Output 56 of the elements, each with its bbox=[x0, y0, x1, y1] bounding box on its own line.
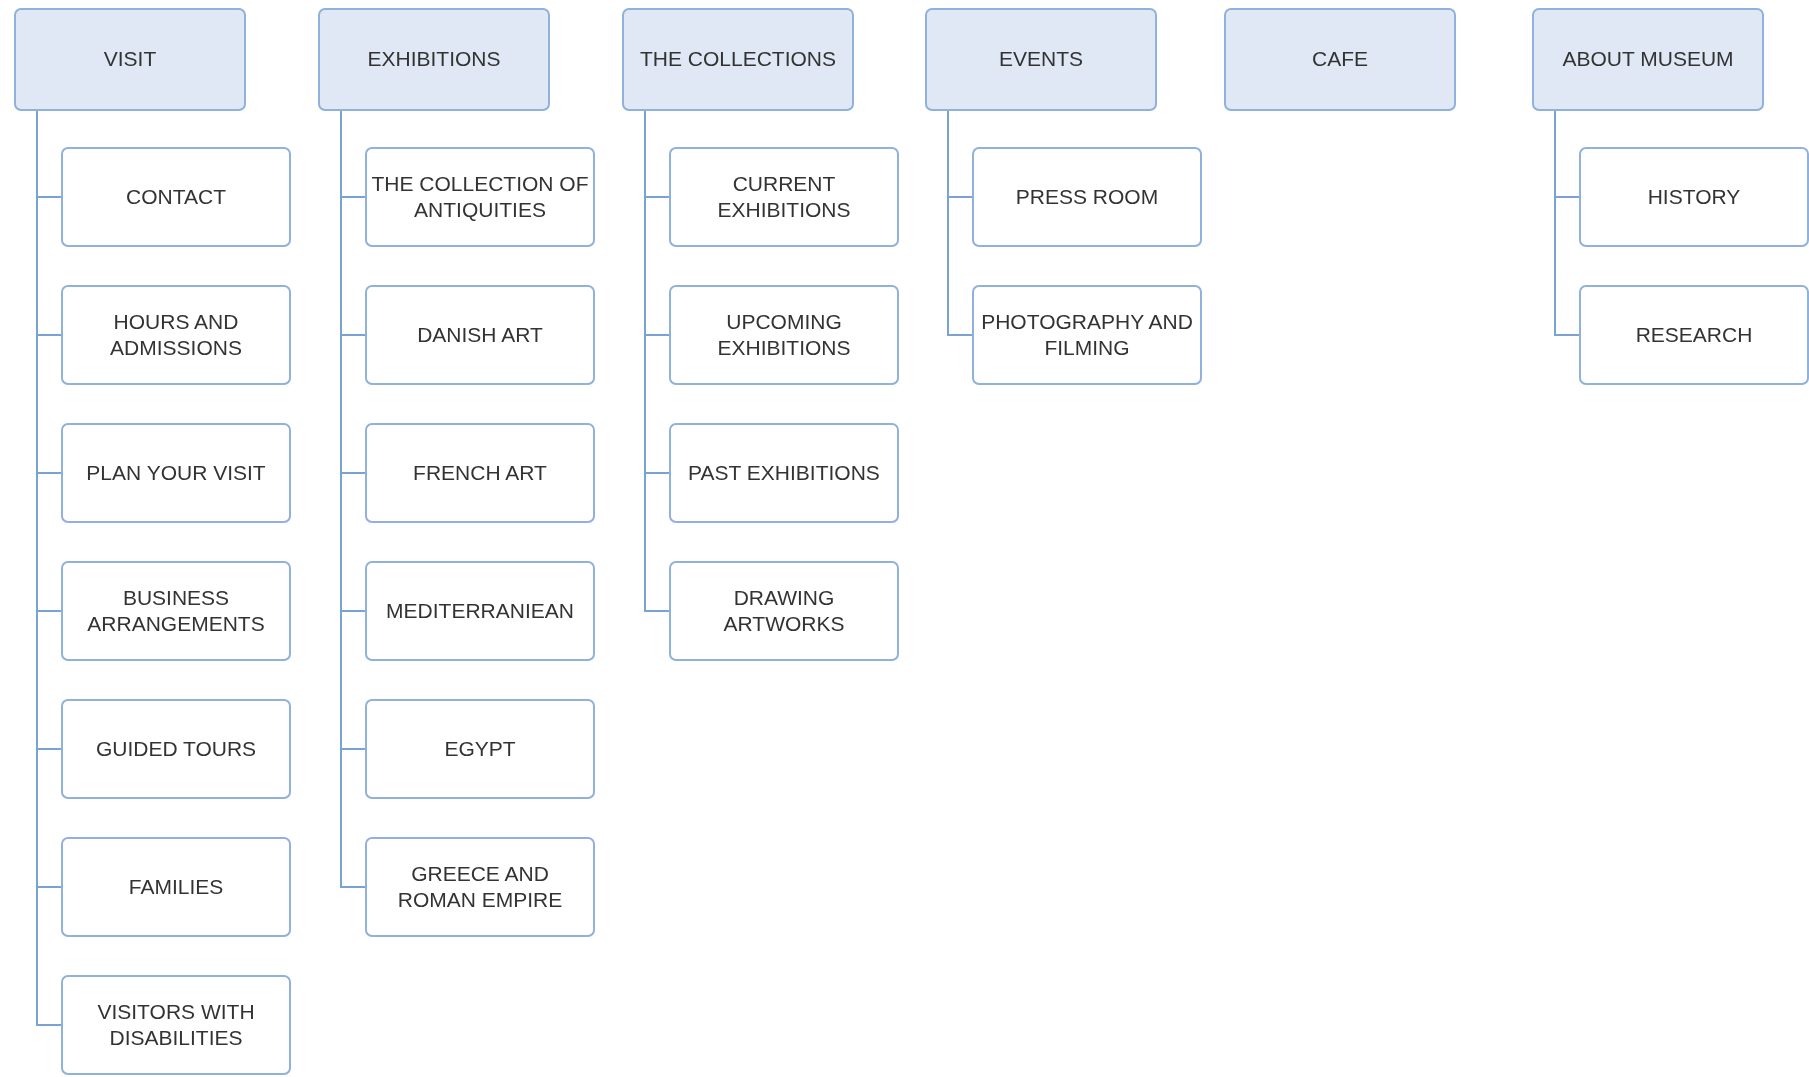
submenu-box bbox=[365, 837, 595, 937]
submenu-box bbox=[61, 423, 291, 523]
submenu-box bbox=[365, 423, 595, 523]
box-label: BUSINESS ARRANGEMENTS bbox=[86, 584, 266, 637]
submenu-box bbox=[669, 561, 899, 661]
box-label: FAMILIES bbox=[128, 873, 224, 900]
box-label: RESEARCH bbox=[1635, 321, 1753, 348]
submenu-box bbox=[365, 699, 595, 799]
submenu-box bbox=[365, 285, 595, 385]
box-label: DANISH ART bbox=[417, 321, 543, 348]
box-label: GUIDED TOURS bbox=[95, 735, 257, 762]
box-label: HOURS AND ADMISSIONS bbox=[109, 308, 243, 361]
box-label: PAST EXHIBITIONS bbox=[688, 459, 880, 486]
submenu-box bbox=[365, 147, 595, 247]
box-label: VISIT bbox=[103, 46, 157, 73]
box-label: PLAN YOUR VISIT bbox=[86, 459, 266, 486]
box-label: CONTACT bbox=[126, 183, 226, 210]
box-label: GREECE AND ROMAN EMPIRE bbox=[396, 860, 564, 913]
menu-box bbox=[14, 8, 246, 111]
submenu-box bbox=[669, 285, 899, 385]
box-label: HISTORY bbox=[1647, 183, 1741, 210]
submenu-box bbox=[972, 147, 1202, 247]
box-label: CAFE bbox=[1312, 46, 1368, 73]
connector-line bbox=[947, 110, 973, 336]
box-label: EXHIBITIONS bbox=[367, 46, 501, 73]
submenu-box bbox=[61, 285, 291, 385]
box-label: PRESS ROOM bbox=[1015, 183, 1159, 210]
submenu-box bbox=[61, 975, 291, 1075]
box-label: THE COLLECTIONS bbox=[639, 46, 836, 73]
submenu-box bbox=[61, 837, 291, 937]
submenu-box bbox=[61, 561, 291, 661]
submenu-box bbox=[669, 423, 899, 523]
submenu-box bbox=[1579, 285, 1809, 385]
menu-box bbox=[318, 8, 550, 111]
box-label: PHOTOGRAPHY AND FILMING bbox=[980, 308, 1194, 361]
box-label: ABOUT MUSEUM bbox=[1562, 46, 1734, 73]
box-label: FRENCH ART bbox=[413, 459, 547, 486]
box-label: MEDITERRANIEAN bbox=[386, 597, 574, 624]
submenu-box bbox=[972, 285, 1202, 385]
box-label: EGYPT bbox=[444, 735, 516, 762]
box-label: DRAWING ARTWORKS bbox=[722, 584, 846, 637]
box-label: VISITORS WITH DISABILITIES bbox=[96, 998, 256, 1051]
submenu-box bbox=[365, 561, 595, 661]
menu-box bbox=[622, 8, 854, 111]
submenu-box bbox=[1579, 147, 1809, 247]
connector-line bbox=[1554, 110, 1580, 336]
box-label: UPCOMING EXHIBITIONS bbox=[716, 308, 852, 361]
menu-box bbox=[1532, 8, 1764, 111]
submenu-box bbox=[669, 147, 899, 247]
box-label: THE COLLECTION OF ANTIQUITIES bbox=[371, 170, 589, 223]
submenu-box bbox=[61, 147, 291, 247]
box-label: CURRENT EXHIBITIONS bbox=[716, 170, 852, 223]
box-label: EVENTS bbox=[999, 46, 1083, 73]
submenu-box bbox=[61, 699, 291, 799]
menu-box bbox=[1224, 8, 1456, 111]
menu-box bbox=[925, 8, 1157, 111]
